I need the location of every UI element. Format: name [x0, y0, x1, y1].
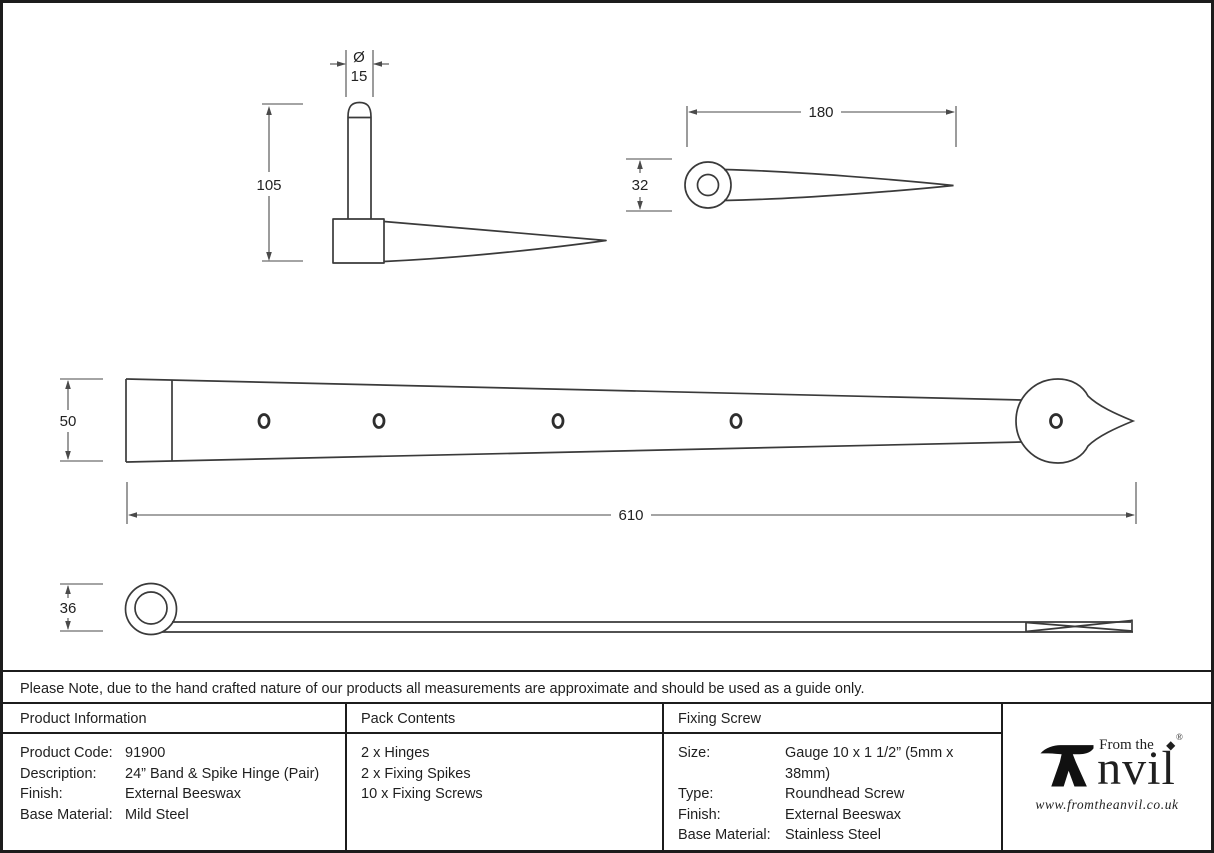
dim-pin-height: 105	[256, 177, 281, 194]
list-item: 10 x Fixing Screws	[361, 786, 483, 802]
row-value: External Beeswax	[785, 806, 902, 823]
dim-band-width: 50	[60, 413, 77, 430]
list-item: 2 x Hinges	[361, 745, 430, 761]
row-value: External Beeswax	[125, 786, 242, 802]
from-the-anvil-logo: nvil From the ◆ ® www.fromtheanvil.co.uk	[1035, 732, 1182, 813]
registered-mark: ®	[1175, 732, 1183, 742]
row-label: Finish:	[20, 786, 63, 802]
table-row: Size: Gauge 10 x 1 1/2” (5mm x 38mm)	[678, 743, 1001, 784]
spec-grid: Product Information Product Code: 91900 …	[3, 702, 1211, 850]
brand-url: www.fromtheanvil.co.uk	[1035, 797, 1179, 812]
table-row: Base Material: Mild Steel	[20, 805, 345, 826]
fixing-screw-body: Size: Gauge 10 x 1 1/2” (5mm x 38mm) Typ…	[664, 734, 1001, 846]
table-row: Product Code: 91900	[20, 743, 345, 764]
dim-spike-ring-height: 32	[632, 177, 649, 194]
product-information-body: Product Code: 91900 Description: 24” Ban…	[3, 734, 345, 825]
note-text: Please Note, due to the hand crafted nat…	[20, 681, 865, 697]
table-row: Base Material: Stainless Steel	[678, 825, 1001, 846]
screw-holes	[257, 413, 1063, 429]
row-label: Base Material:	[20, 806, 113, 823]
band-plan-view	[125, 378, 1136, 464]
row-label: Product Code:	[20, 745, 113, 761]
row-value: Mild Steel	[125, 806, 189, 823]
fixing-screw-column: Fixing Screw Size: Gauge 10 x 1 1/2” (5m…	[664, 704, 1003, 850]
from-the-text: From the	[1099, 737, 1154, 753]
dim-band-length: 610	[618, 507, 643, 524]
dimension-lines	[60, 50, 1137, 632]
fixing-screw-header: Fixing Screw	[664, 704, 1001, 734]
table-row: Finish: External Beeswax	[20, 784, 345, 805]
dimension-labels: Ø 15 105 180 32 50 610 36	[60, 49, 834, 617]
row-label: Base Material:	[678, 827, 771, 843]
table-row: Finish: External Beeswax	[678, 805, 1001, 826]
row-value: Gauge 10 x 1 1/2” (5mm x 38mm)	[785, 745, 954, 782]
dim-diameter-symbol: Ø	[353, 49, 365, 66]
pack-contents-column: Pack Contents 2 x Hinges 2 x Fixing Spik…	[347, 704, 664, 850]
pack-contents-body: 2 x Hinges 2 x Fixing Spikes 10 x Fixing…	[347, 734, 662, 805]
table-row: Description: 24” Band & Spike Hinge (Pai…	[20, 764, 345, 785]
row-label: Description:	[20, 765, 97, 782]
spec-table: Please Note, due to the hand crafted nat…	[3, 670, 1211, 850]
row-value: Roundhead Screw	[785, 786, 905, 802]
product-information-column: Product Information Product Code: 91900 …	[3, 704, 347, 850]
band-edge-view	[124, 582, 1133, 636]
row-value: Stainless Steel	[785, 827, 881, 843]
fixing-spike-top-view	[684, 161, 954, 209]
product-information-header: Product Information	[3, 704, 345, 734]
anvil-icon	[1040, 745, 1094, 787]
row-value: 24” Band & Spike Hinge (Pair)	[125, 765, 320, 782]
brand-text: nvil	[1097, 742, 1176, 795]
fixing-spike-side-view	[332, 101, 607, 264]
table-row: Type: Roundhead Screw	[678, 784, 1001, 805]
row-label: Finish:	[678, 806, 721, 823]
note-row: Please Note, due to the hand crafted nat…	[3, 670, 1211, 702]
dimension-arrows	[65, 61, 1135, 630]
dim-spike-length: 180	[808, 104, 833, 121]
technical-drawing: Ø 15 105 180 32 50 610 36	[60, 49, 1137, 636]
row-label: Type:	[678, 786, 714, 802]
list-item: 2 x Fixing Spikes	[361, 765, 471, 782]
dim-knuckle-height: 36	[60, 600, 77, 617]
pack-contents-header: Pack Contents	[347, 704, 662, 734]
dim-pin-diameter: 15	[351, 68, 368, 85]
brand-logo-cell: nvil From the ◆ ® www.fromtheanvil.co.uk	[1003, 704, 1211, 850]
diamond-icon: ◆	[1166, 738, 1176, 752]
row-label: Size:	[678, 745, 711, 761]
row-value: 91900	[125, 745, 166, 761]
